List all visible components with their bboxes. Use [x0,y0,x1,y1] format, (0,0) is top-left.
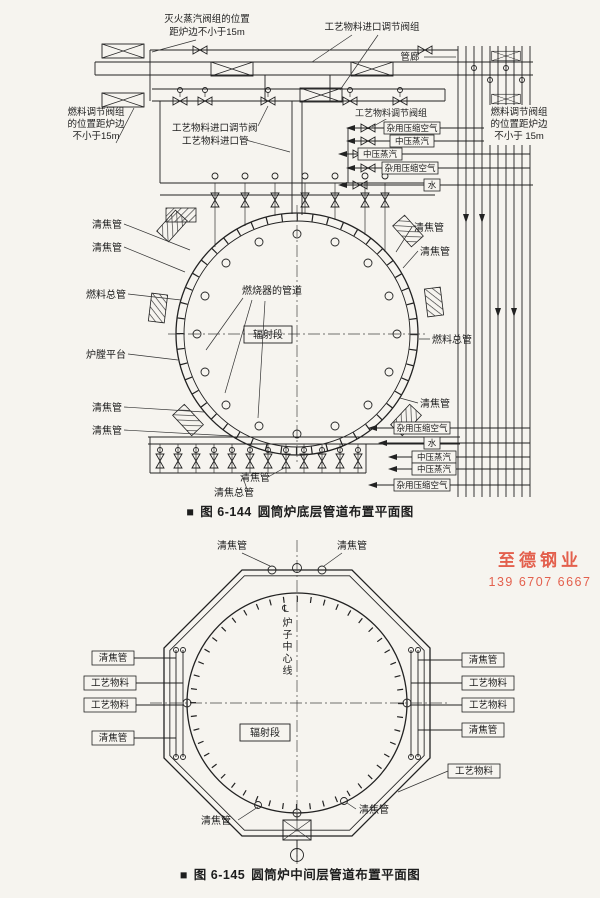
caption-title: 圆筒炉底层管道布置平面图 [257,505,414,519]
fig-6-145-drawing: 清焦管 工艺物料 工艺物料 清焦管 清焦管 工艺物料 工艺物料 清焦管 工艺物料 [83,539,515,864]
burner-feed-valves [210,172,390,252]
red-watermark: 至德钢业 139 6707 6667 [484,546,596,589]
utility-label: 水 [428,180,437,190]
label-fuel-header: 燃料总管 [86,288,126,301]
label-furnace-platform: 炉膛平台 [86,348,126,361]
label-decoking-pipe: 清焦管 [99,732,128,744]
fig145-labels: 清焦管 清焦管 辐射段 清焦管 清焦管 [201,539,389,827]
caption-number: 图 6-144 [200,505,252,519]
label-decoking-pipe: 清焦管 [92,241,122,254]
label-process-material: 工艺物料 [469,699,508,711]
label-process-material: 工艺物料 [469,677,508,689]
label-decoking-pipe: 清焦管 [217,539,247,552]
note-inlet-pipe: 工艺物料进口管 [182,135,249,147]
fig-6-144-caption: ■ 图 6-144 圆筒炉底层管道布置平面图 [0,501,600,520]
top-manifold [94,43,533,223]
note-fuel-right-3: 不小于 15m [494,131,544,142]
label-decoking-pipe: 清焦管 [469,654,498,666]
leader-lines [115,34,456,493]
label-decoking-pipe: 清焦管 [414,221,444,234]
note-fuel-left-3: 不小于15m [73,131,120,142]
label-furnace-centerline: ℄炉子中心线 [280,604,291,677]
utility-label: 中压蒸汽 [417,464,452,474]
label-decoking-pipe: 清焦管 [92,401,122,414]
label-decoking-pipe: 清焦管 [201,814,231,827]
label-decoking-pipe: 清焦管 [92,424,122,437]
fig-6-145-caption: ■ 图 6-145 圆筒炉中间层管道布置平面图 [0,864,600,883]
note-inlet-valve: 工艺物料进口调节阀 [172,122,258,134]
label-process-material: 工艺物料 [455,765,494,777]
label-decoking-pipe: 清焦管 [420,397,450,410]
utility-lines-top: 杂用压缩空气 中压蒸汽 中压蒸汽 杂用压缩空气 水 [338,121,533,192]
label-decoking-pipe: 清焦管 [469,724,498,736]
fig144-labels: 灭火蒸汽阀组的位置 距炉边不小于15m 工艺物料进口调节阀组 管廊 燃料调节阀组… [67,13,554,499]
label-process-material: 工艺物料 [91,699,130,711]
note-inlet-valve-group: 工艺物料进口调节阀组 [324,21,420,33]
furnace-shell [168,205,426,463]
label-radiant-section: 辐射段 [253,328,283,341]
note-fuel-left-2: 的位置距炉边 [67,118,125,130]
utility-label: 中压蒸汽 [417,452,452,462]
utility-lines-bottom: 杂用压缩空气 水 中压蒸汽 中压蒸汽 杂用压缩空气 [368,421,530,492]
utility-label: 杂用压缩空气 [386,123,438,133]
label-decoking-header: 清焦总管 [214,486,254,499]
utility-label: 杂用压缩空气 [396,480,448,490]
left-process-pipes: 清焦管 工艺物料 工艺物料 清焦管 [83,647,186,760]
label-decoking-pipe: 清焦管 [420,245,450,258]
utility-label: 中压蒸汽 [363,149,398,159]
note-process-valve-group: 工艺物料调节阀组 [355,107,427,118]
note-fire-steam-line1: 灭火蒸汽阀组的位置 [164,13,250,25]
leader-lines [237,552,449,821]
furnace-platforms [147,209,445,437]
watermark-phone: 139 6707 6667 [488,575,592,589]
utility-label: 水 [428,438,437,448]
label-decoking-pipe: 清焦管 [92,218,122,231]
utility-label: 杂用压缩空气 [384,163,436,173]
utility-label: 杂用压缩空气 [396,423,448,433]
label-fuel-header: 燃料总管 [432,333,472,346]
utility-label: 中压蒸汽 [395,136,430,146]
note-fuel-left-1: 燃料调节阀组 [67,106,125,118]
caption-number: 图 6-145 [193,868,246,882]
bottom-burner-assembly [282,813,312,862]
note-fuel-right-1: 燃料调节阀组 [490,106,548,118]
note-pipe-gallery: 管廊 [400,51,420,63]
caption-title: 圆筒炉中间层管道布置平面图 [251,868,421,882]
label-decoking-pipe: 清焦管 [99,652,128,664]
label-decoking-pipe: 清焦管 [337,539,367,552]
label-burner-piping: 燃烧器的管道 [242,284,302,297]
note-fire-steam-line2: 距炉边不小于15m [169,26,245,38]
watermark-company: 至德钢业 [498,551,582,570]
burner-circles [192,229,402,439]
right-process-pipes: 清焦管 工艺物料 工艺物料 清焦管 工艺物料 [408,647,515,779]
pipe-rack [457,46,531,497]
label-decoking-pipe: 清焦管 [240,471,270,484]
octagon-furnace [150,540,447,864]
note-fuel-right-2: 的位置距炉边 [490,118,548,130]
label-decoking-pipe: 清焦管 [359,803,389,816]
bottom-manifold [148,436,460,474]
caption-marker: ■ [179,868,188,882]
caption-marker: ■ [186,505,195,519]
label-radiant-section: 辐射段 [250,726,280,739]
fig-6-144-drawing: 杂用压缩空气 中压蒸汽 中压蒸汽 杂用压缩空气 水 杂用压缩空气 水 中压蒸汽 … [67,13,554,499]
label-process-material: 工艺物料 [91,677,130,689]
